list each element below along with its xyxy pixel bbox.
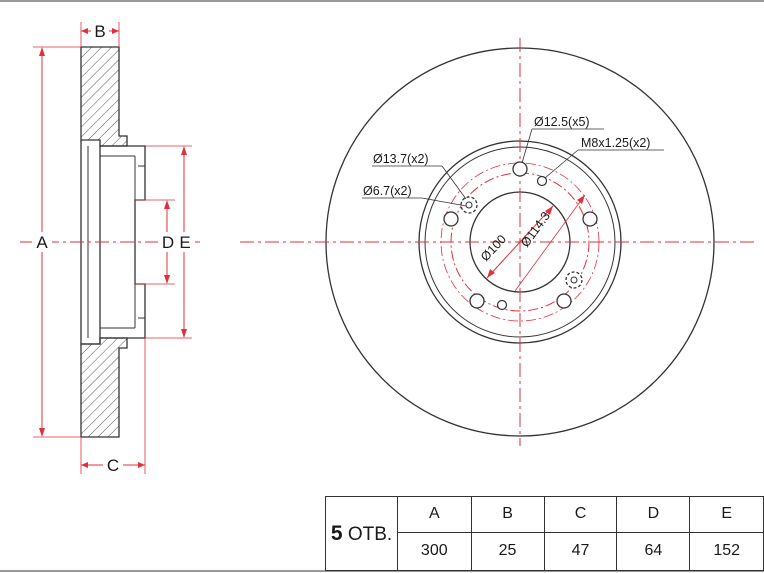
spec-header-e: E xyxy=(689,496,764,533)
spec-value-e: 152 xyxy=(689,531,764,572)
spec-value-d: 64 xyxy=(616,531,691,572)
callout-stud-holes: Ø12.5(x5) xyxy=(534,115,590,129)
spec-header-d: D xyxy=(616,496,691,533)
spec-header-b: B xyxy=(470,496,545,533)
upper-ring-section xyxy=(80,46,128,147)
callout-pcd: Ø114.3 xyxy=(518,209,553,250)
front-view: Ø12.5(x5) M8x1.25(x2) Ø13.7(x2) Ø6.7(x2)… xyxy=(240,38,755,446)
spec-value-a: 300 xyxy=(397,531,472,572)
callout-large-holes: Ø13.7(x2) xyxy=(373,152,429,166)
holes-count: 5 xyxy=(330,521,343,545)
stud-hole xyxy=(469,293,485,309)
callout-small-holes: Ø6.7(x2) xyxy=(363,184,412,198)
dim-label-a: A xyxy=(36,233,48,252)
dim-label-c: C xyxy=(107,456,119,475)
spec-value-b: 25 xyxy=(470,531,545,572)
dim-label-b: B xyxy=(94,22,105,41)
large-hole xyxy=(565,271,583,289)
lower-ring-section xyxy=(80,337,128,438)
dim-label-d: D xyxy=(162,233,174,252)
holes-unit: ОТВ. xyxy=(347,523,393,545)
stud-hole xyxy=(512,161,528,177)
stud-hole xyxy=(582,211,598,227)
threaded-hole xyxy=(536,175,548,187)
stud-hole xyxy=(443,211,459,227)
threaded-hole xyxy=(496,299,508,311)
callout-threaded-holes: M8x1.25(x2) xyxy=(581,136,650,150)
spec-header-c: C xyxy=(543,496,618,533)
holes-count-cell: 5 ОТВ. xyxy=(325,496,398,571)
spec-value-c: 47 xyxy=(543,531,618,572)
dim-label-e: E xyxy=(179,233,190,252)
section-view: A B C D E xyxy=(20,22,200,475)
spec-header-a: A xyxy=(397,496,472,533)
stud-hole xyxy=(556,293,572,309)
spec-table: 5 ОТВ. A B C D E 300 25 47 64 152 xyxy=(325,496,764,572)
large-hole xyxy=(460,196,478,214)
